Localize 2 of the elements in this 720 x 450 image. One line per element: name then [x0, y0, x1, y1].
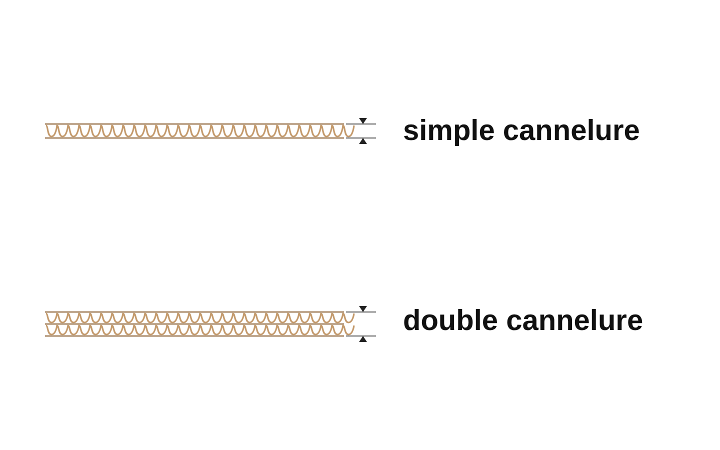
cardboard-type-label: simple cannelure	[403, 114, 640, 148]
cardboard-type-label: double cannelure	[403, 304, 644, 338]
